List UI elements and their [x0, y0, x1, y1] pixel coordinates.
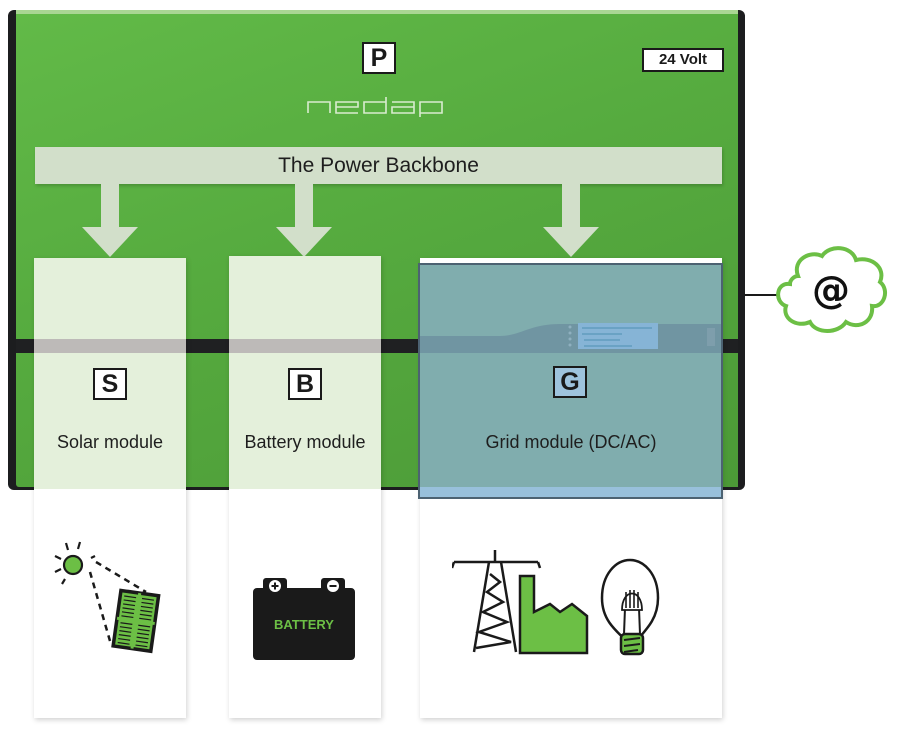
nedap-logo	[307, 97, 443, 117]
power-backbone-label: The Power Backbone	[278, 154, 479, 177]
battery-strip-overlay	[229, 339, 381, 353]
solar-panel-sun-icon	[54, 541, 161, 654]
cloud-connection-line	[745, 294, 783, 296]
battery-module-column: B Battery module BATTERY	[229, 256, 381, 718]
panel-top-highlight	[16, 10, 738, 14]
arrow-to-grid	[543, 184, 599, 257]
power-backbone-bar	[35, 147, 722, 184]
solar-module-column: S Solar module	[34, 258, 186, 718]
battery-icon: BATTERY	[253, 578, 355, 660]
at-symbol: @	[812, 268, 850, 312]
grid-letter-badge: G	[553, 366, 587, 398]
battery-letter-badge: B	[288, 368, 322, 400]
device-display-panel	[420, 323, 721, 353]
transmission-tower-icon	[452, 550, 542, 653]
battery-icon-text: BATTERY	[274, 617, 334, 632]
factory-icon	[518, 574, 589, 655]
arrow-to-solar	[82, 184, 138, 257]
lightbulb-icon	[600, 558, 660, 656]
voltage-badge: 24 Volt	[642, 48, 724, 72]
battery-module-label: Battery module	[244, 432, 366, 452]
grid-module-label: Grid module (DC/AC)	[485, 432, 657, 452]
system-letter-badge: P	[362, 42, 396, 74]
arrow-to-battery	[276, 184, 332, 257]
backbone-arrows	[82, 184, 599, 257]
internet-cloud-icon: @	[776, 246, 888, 333]
grid-highlight-bottom-edge	[420, 487, 721, 497]
solar-letter-badge: S	[93, 368, 127, 400]
solar-module-label: Solar module	[56, 432, 164, 452]
solar-strip-overlay	[34, 339, 186, 353]
power-grid-factory-lightbulb-icon	[452, 550, 660, 656]
